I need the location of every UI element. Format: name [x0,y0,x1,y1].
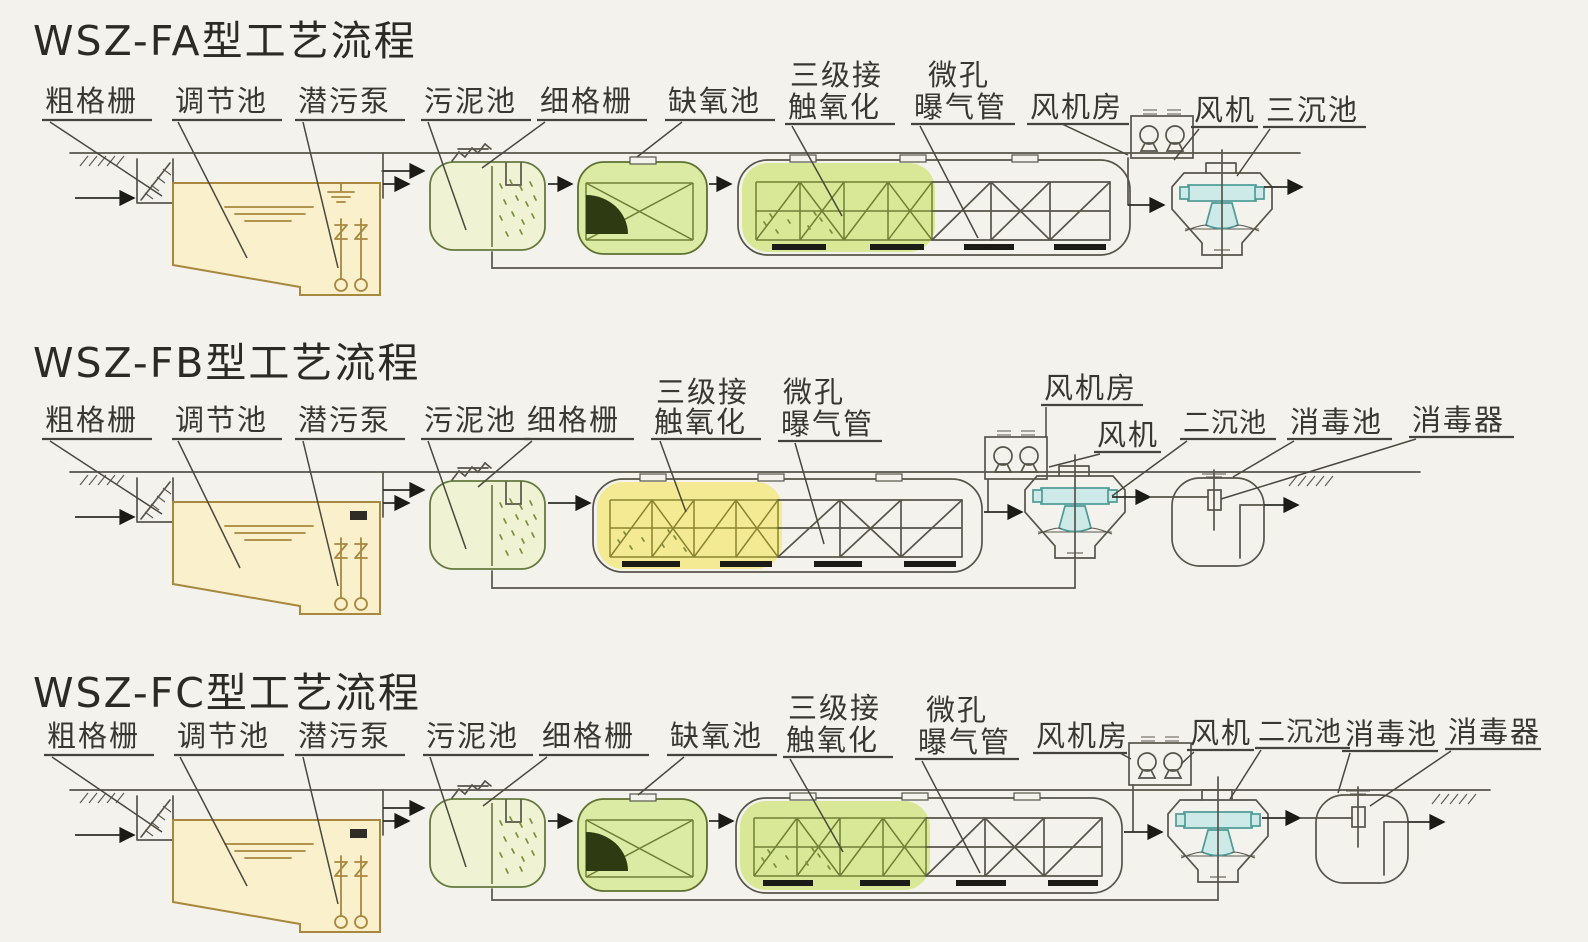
label-contact-oxidation-2: 触氧化 [654,405,747,439]
vent-icon [789,792,817,801]
vent-icon [757,473,785,482]
contact-oxidation-tank [735,792,1123,894]
label-sludge-tank: 污泥池 [424,84,517,118]
label-fan-room: 风机房 [1030,90,1123,124]
label-secondary-sedimentation: 二沉池 [1183,408,1267,439]
vent-icon [789,154,817,163]
label-contact-oxidation-1: 三级接 [656,375,749,409]
label-fan-room: 风机房 [1044,371,1137,405]
label-submersible-pump: 潜污泵 [298,84,391,118]
vent-icon [1013,792,1041,801]
vent-icon [639,473,667,482]
vent-icon [875,473,903,482]
label-row: 粗格栅 调节池 潜污泵 污泥池 细格栅 缺氧池 三级接 触氧化 微孔 曝气管 风… [42,58,1366,269]
regulating-tank [172,501,381,615]
pump-cap [350,829,367,838]
label-coarse-screen: 粗格栅 [45,403,138,437]
vent-icon [629,156,657,165]
soil-hatch-icon [1431,793,1477,805]
sludge-tank [429,780,546,888]
regulating-tank [172,182,381,296]
disinfection-tank [1171,469,1265,567]
label-sludge-tank: 污泥池 [424,403,517,437]
label-contact-oxidation-2: 触氧化 [786,723,879,757]
label-row: 粗格栅 调节池 潜污泵 污泥池 细格栅 缺氧池 三级接 触氧化 微孔 曝气管 风… [44,691,1541,905]
label-regulating-tank: 调节池 [175,403,268,437]
label-fine-screen: 细格栅 [527,403,620,437]
label-regulating-tank: 调节池 [175,84,268,118]
label-coarse-screen: 粗格栅 [47,719,140,753]
coarse-screen [136,158,174,204]
label-micropore-2: 曝气管 [918,725,1011,759]
label-tertiary-sedimentation: 三沉池 [1266,93,1359,127]
fan-room [1130,109,1194,159]
page-title: WSZ-FA型工艺流程 [33,17,417,65]
sludge-tank [429,143,546,251]
page-title: WSZ-FB型工艺流程 [33,339,420,387]
label-fan: 风机 [1194,93,1256,127]
label-disinfection-tank: 消毒池 [1290,405,1383,439]
anoxic-tank [577,798,708,892]
label-regulating-tank: 调节池 [177,719,270,753]
anoxic-tank [577,161,708,255]
page-title: WSZ-FC型工艺流程 [33,669,421,717]
fan-room [1128,736,1192,786]
label-micropore-1: 微孔 [783,375,845,409]
label-contact-oxidation-1: 三级接 [790,58,883,92]
sludge-return-pipe [491,888,1219,901]
sludge-return-pipe [491,251,1223,269]
vent-icon [899,154,927,163]
regulating-tank [172,819,381,933]
soil-hatch-icon [79,155,125,167]
vent-icon [1011,154,1039,163]
label-submersible-pump: 潜污泵 [298,719,391,753]
label-anoxic-tank: 缺氧池 [670,719,763,753]
label-micropore-1: 微孔 [928,58,990,92]
soil-hatch-icon [1288,475,1334,487]
label-submersible-pump: 潜污泵 [298,403,391,437]
label-contact-oxidation-2: 触氧化 [788,90,881,124]
section-wsz-fc: WSZ-FC型工艺流程 [33,669,1541,933]
label-secondary-sedimentation: 二沉池 [1258,717,1342,748]
label-contact-oxidation-1: 三级接 [788,691,881,725]
sludge-return-pipe [491,570,1076,589]
label-disinfector: 消毒器 [1448,715,1541,749]
label-fan: 风机 [1190,716,1252,750]
disinfection-tank [1315,786,1409,884]
label-disinfector: 消毒器 [1412,403,1505,437]
label-fan: 风机 [1097,418,1159,452]
pump-cap [350,511,367,520]
label-fine-screen: 细格栅 [542,719,635,753]
label-sludge-tank: 污泥池 [426,719,519,753]
label-micropore-2: 曝气管 [781,407,874,441]
vent-icon [629,793,657,802]
coarse-screen [136,477,174,523]
label-fine-screen: 细格栅 [540,84,633,118]
label-row: 粗格栅 调节池 潜污泵 污泥池 细格栅 三级接 触氧化 微孔 曝气管 风机房 风… [42,371,1514,587]
soil-hatch-icon [79,474,125,486]
section-wsz-fa: WSZ-FA型工艺流程 [33,17,1366,296]
contact-oxidation-tank [592,473,983,573]
label-micropore-2: 曝气管 [914,90,1007,124]
label-anoxic-tank: 缺氧池 [668,84,761,118]
contact-oxidation-tank [737,154,1131,256]
section-wsz-fb: WSZ-FB型工艺流程 [33,339,1514,615]
label-micropore-1: 微孔 [926,693,988,727]
label-coarse-screen: 粗格栅 [45,84,138,118]
label-disinfection-tank: 消毒池 [1345,717,1438,751]
vent-icon [901,792,929,801]
label-fan-room: 风机房 [1036,719,1129,753]
